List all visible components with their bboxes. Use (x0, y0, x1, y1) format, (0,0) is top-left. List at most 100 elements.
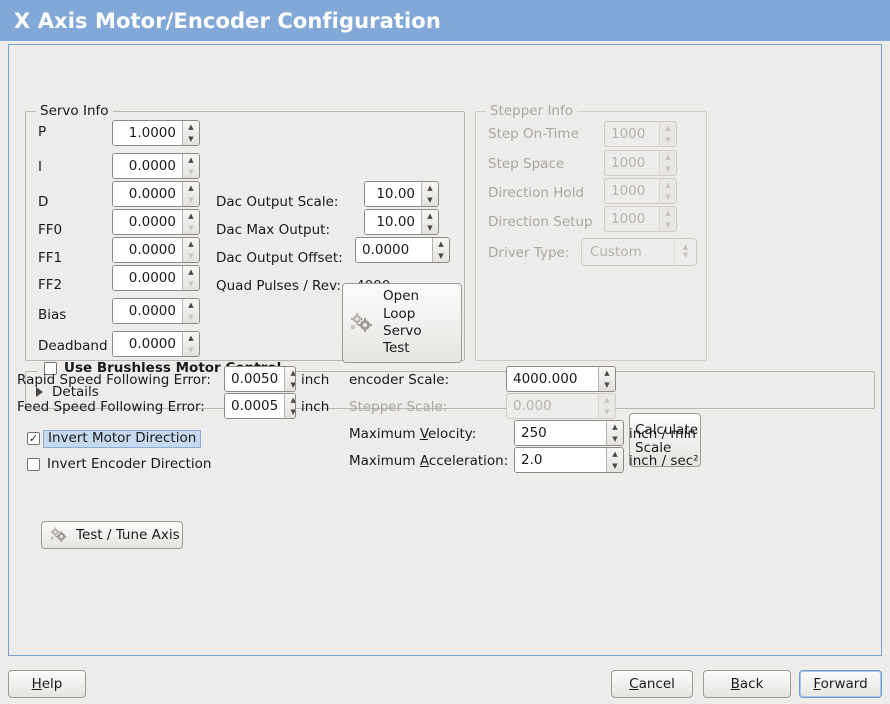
spin-up-icon[interactable] (285, 367, 295, 379)
dac-output-offset-spinner[interactable] (432, 238, 449, 262)
dac-max-output-label: Dac Max Output: (216, 222, 331, 238)
forward-button[interactable]: Forward (799, 670, 882, 698)
dac-output-scale-spinner[interactable] (421, 182, 438, 206)
spin-down-icon[interactable] (183, 166, 199, 178)
help-button[interactable]: Help (8, 670, 86, 698)
open-loop-servo-test-button[interactable]: Open Loop Servo Test (342, 283, 462, 363)
details-expander[interactable]: Details (36, 384, 99, 400)
spin-up-icon[interactable] (183, 332, 199, 344)
servo-input-deadband[interactable]: 0.0000 (112, 331, 200, 357)
maximum-acceleration-input[interactable]: 2.0 (514, 447, 624, 473)
spin-up-icon[interactable] (285, 394, 295, 406)
stepper-value-step-on-time: 1000 (605, 122, 659, 146)
spin-up-icon[interactable] (183, 299, 199, 311)
stepper-input-direction-hold[interactable]: 1000 (604, 178, 677, 204)
stepper-scale-input[interactable]: 0.000 (506, 393, 616, 419)
spin-down-icon[interactable] (433, 250, 449, 262)
test-tune-axis-button[interactable]: Test / Tune Axis (41, 521, 183, 549)
encoder-scale-spinner[interactable] (598, 367, 615, 391)
spin-up-icon[interactable] (422, 210, 438, 222)
spin-up-icon[interactable] (433, 238, 449, 250)
spin-up-icon[interactable] (422, 182, 438, 194)
dac-output-offset-value: 0.0000 (356, 238, 432, 262)
servo-spinner-i[interactable] (182, 154, 199, 178)
max-velocity-label-key: V (419, 426, 428, 442)
stepper-input-direction-setup[interactable]: 1000 (604, 206, 677, 232)
stepper-driver-type-select[interactable]: Custom (581, 238, 697, 266)
spin-down-icon[interactable] (183, 311, 199, 323)
spin-down-icon[interactable] (183, 250, 199, 262)
servo-spinner-deadband[interactable] (182, 332, 199, 356)
stepper-spinner-step-on-time (659, 122, 676, 146)
feed-following-error-spinner[interactable] (284, 394, 295, 418)
maximum-velocity-value: 250 (515, 421, 606, 445)
servo-spinner-d[interactable] (182, 182, 199, 206)
max-velocity-label-post: elocity: (428, 426, 477, 442)
checkbox-checked-icon[interactable] (27, 432, 40, 446)
servo-input-d[interactable]: 0.0000 (112, 181, 200, 207)
spin-up-icon[interactable] (183, 121, 199, 133)
servo-spinner-ff1[interactable] (182, 238, 199, 262)
stepper-value-direction-hold: 1000 (605, 179, 659, 203)
dac-max-output-spinner[interactable] (421, 210, 438, 234)
chevron-right-icon[interactable] (36, 387, 43, 397)
checkbox-box-icon[interactable] (27, 458, 40, 472)
spin-down-icon[interactable] (607, 433, 623, 445)
maximum-velocity-input[interactable]: 250 (514, 420, 624, 446)
main-content-panel: Servo Info P I D FF0 FF1 FF2 Bias Deadba… (8, 44, 882, 656)
servo-value-ff0: 0.0000 (113, 210, 182, 234)
servo-input-i[interactable]: 0.0000 (112, 153, 200, 179)
servo-spinner-p[interactable] (182, 121, 199, 145)
test-tune-axis-label: Test / Tune Axis (76, 527, 180, 543)
spin-up-icon[interactable] (183, 182, 199, 194)
dac-output-scale-input[interactable]: 10.00 (364, 181, 439, 207)
spin-down-icon[interactable] (183, 222, 199, 234)
servo-input-ff0[interactable]: 0.0000 (112, 209, 200, 235)
stepper-input-step-space[interactable]: 1000 (604, 150, 677, 176)
back-button[interactable]: Back (703, 670, 791, 698)
spin-down-icon[interactable] (183, 194, 199, 206)
invert-encoder-direction-checkbox[interactable]: Invert Encoder Direction (27, 457, 211, 472)
max-accel-label-post: cceleration: (428, 453, 509, 469)
spin-up-icon[interactable] (183, 154, 199, 166)
spin-down-icon[interactable] (607, 460, 623, 472)
encoder-scale-input[interactable]: 4000.000 (506, 366, 616, 392)
maximum-velocity-spinner[interactable] (606, 421, 623, 445)
chevron-updown-icon (674, 239, 696, 265)
checkbox-box-icon[interactable] (44, 362, 57, 376)
spin-down-icon[interactable] (285, 406, 295, 418)
rapid-following-error-spinner[interactable] (284, 367, 295, 391)
spin-down-icon[interactable] (285, 379, 295, 391)
spin-down-icon[interactable] (183, 133, 199, 145)
servo-spinner-bias[interactable] (182, 299, 199, 323)
spin-down-icon[interactable] (422, 222, 438, 234)
dac-output-offset-input[interactable]: 0.0000 (355, 237, 450, 263)
servo-spinner-ff2[interactable] (182, 266, 199, 290)
spin-down-icon[interactable] (599, 379, 615, 391)
feed-following-error-label: Feed Speed Following Error: (17, 399, 205, 415)
spin-up-icon[interactable] (183, 238, 199, 250)
spin-up-icon[interactable] (183, 266, 199, 278)
spin-up-icon[interactable] (607, 448, 623, 460)
servo-input-p[interactable]: 1.0000 (112, 120, 200, 146)
servo-input-bias[interactable]: 0.0000 (112, 298, 200, 324)
invert-motor-direction-checkbox[interactable]: Invert Motor Direction (27, 430, 202, 448)
spin-up-icon[interactable] (599, 367, 615, 379)
servo-input-ff1[interactable]: 0.0000 (112, 237, 200, 263)
maximum-acceleration-spinner[interactable] (606, 448, 623, 472)
spin-down-icon[interactable] (422, 194, 438, 206)
spin-down-icon[interactable] (183, 344, 199, 356)
feed-following-error-input[interactable]: 0.0005 (224, 393, 296, 419)
servo-input-ff2[interactable]: 0.0000 (112, 265, 200, 291)
dac-max-output-input[interactable]: 10.00 (364, 209, 439, 235)
stepper-input-step-on-time[interactable]: 1000 (604, 121, 677, 147)
cancel-button[interactable]: Cancel (611, 670, 693, 698)
spin-up-icon[interactable] (183, 210, 199, 222)
servo-spinner-ff0[interactable] (182, 210, 199, 234)
rapid-following-error-input[interactable]: 0.0050 (224, 366, 296, 392)
calculate-scale-button[interactable]: Calculate Scale (629, 413, 701, 467)
maximum-velocity-label: Maximum Velocity: (349, 426, 477, 442)
spin-down-icon[interactable] (183, 278, 199, 290)
rapid-following-error-label: Rapid Speed Following Error: (17, 372, 211, 388)
spin-up-icon[interactable] (607, 421, 623, 433)
